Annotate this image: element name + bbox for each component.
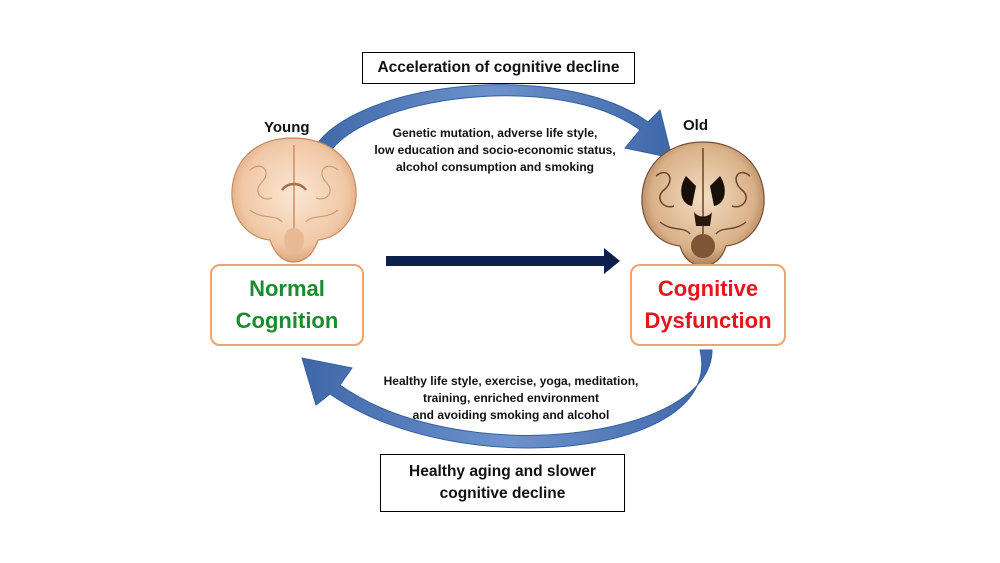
young-label: Young bbox=[264, 119, 310, 136]
acceleration-arc-arrow bbox=[311, 84, 673, 159]
old-brain-image bbox=[641, 141, 765, 267]
risk-factor-line: Genetic mutation, adverse life style, bbox=[392, 126, 598, 140]
risk-factor-line: low education and socio-economic status, bbox=[374, 143, 616, 157]
normal-cognition-box: Normal Cognition bbox=[210, 264, 364, 346]
cognitive-dysfunction-box: Cognitive Dysfunction bbox=[630, 264, 786, 346]
healthy-aging-arc-arrow bbox=[301, 349, 713, 449]
risk-factors-text: Genetic mutation, adverse life style, lo… bbox=[355, 125, 635, 176]
risk-factor-line: alcohol consumption and smoking bbox=[395, 160, 594, 174]
protective-factor-line: Healthy life style, exercise, yoga, medi… bbox=[383, 374, 639, 388]
acceleration-label: Acceleration of cognitive decline bbox=[377, 59, 620, 76]
protective-factor-line: training, enriched environment bbox=[422, 391, 600, 405]
young-brain-image bbox=[231, 137, 357, 263]
acceleration-label-box: Acceleration of cognitive decline bbox=[362, 52, 635, 84]
old-label: Old bbox=[683, 117, 708, 134]
protective-factors-text: Healthy life style, exercise, yoga, medi… bbox=[362, 373, 660, 424]
protective-factor-line: and avoiding smoking and alcohol bbox=[412, 408, 610, 422]
healthy-aging-label-box: Healthy aging and slower cognitive decli… bbox=[380, 454, 625, 512]
healthy-aging-line2: cognitive decline bbox=[439, 485, 566, 502]
normal-cognition-line1: Normal bbox=[249, 276, 325, 301]
progression-arrow bbox=[386, 248, 620, 274]
normal-cognition-line2: Cognition bbox=[235, 308, 339, 333]
cognitive-dysfunction-line1: Cognitive bbox=[657, 276, 759, 301]
healthy-aging-line1: Healthy aging and slower bbox=[409, 463, 596, 480]
cognitive-dysfunction-line2: Dysfunction bbox=[644, 308, 772, 333]
